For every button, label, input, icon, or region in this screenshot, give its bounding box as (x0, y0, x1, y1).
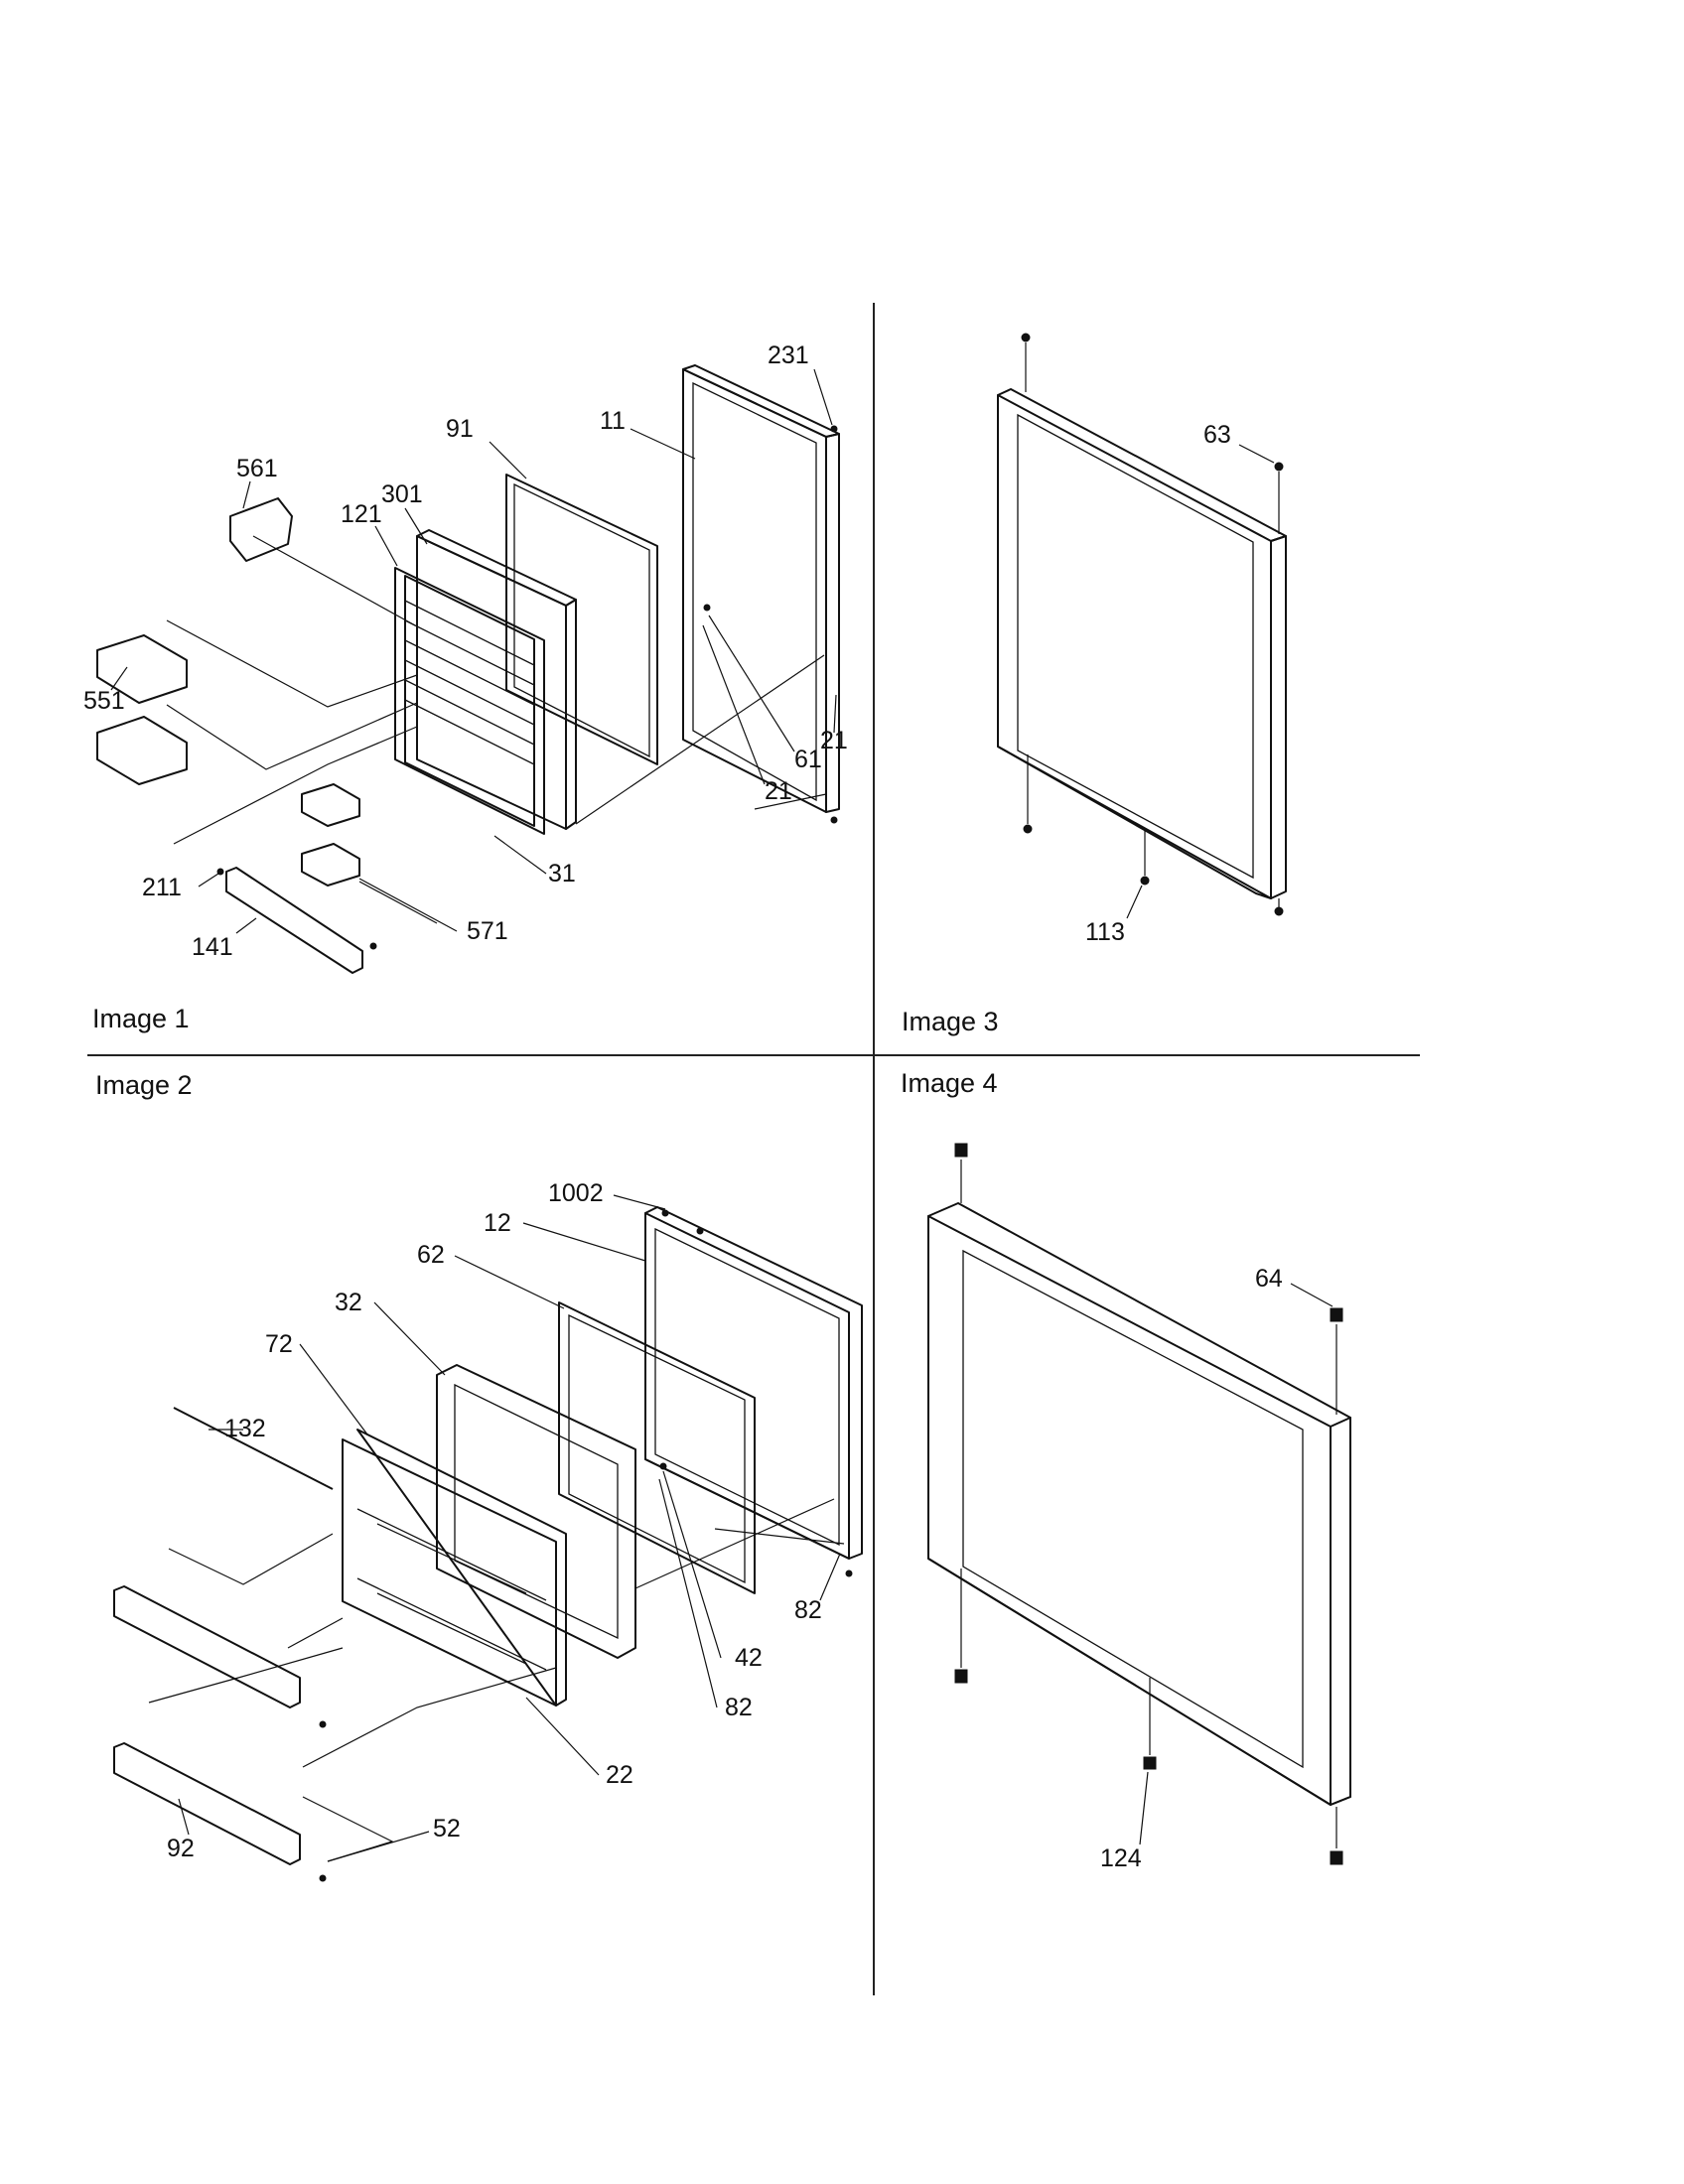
freezer-door-liner (342, 1438, 557, 1706)
callout-301: 301 (381, 480, 423, 508)
callout-61: 61 (794, 746, 822, 773)
shelf-rail (225, 867, 363, 974)
image-2-group (113, 1194, 863, 1882)
panel-title-image-1: Image 1 (92, 1004, 190, 1033)
callout-211: 211 (142, 874, 182, 901)
freezer-bin-lower (113, 1742, 301, 1865)
callout-12: 12 (484, 1209, 511, 1237)
small-bin-upper (301, 783, 360, 827)
upper-door-frame (997, 388, 1287, 899)
dairy-door (229, 497, 293, 562)
image-1-group (96, 364, 840, 974)
callout-82-lower: 82 (725, 1694, 753, 1721)
callout-72: 72 (265, 1330, 293, 1358)
freezer-liner (436, 1364, 636, 1659)
door-liner (416, 529, 577, 830)
callout-42: 42 (735, 1644, 763, 1672)
panel-title-image-4: Image 4 (901, 1068, 998, 1098)
callout-63: 63 (1203, 421, 1231, 449)
callout-64: 64 (1255, 1265, 1283, 1293)
panel-title-image-3: Image 3 (902, 1007, 999, 1036)
callout-22: 22 (606, 1761, 633, 1789)
callout-121: 121 (341, 500, 382, 528)
image-4-group (927, 1143, 1351, 1865)
callout-561: 561 (236, 455, 278, 482)
outer-door-panel (682, 364, 840, 813)
callout-11: 11 (600, 407, 626, 435)
callout-91: 91 (446, 415, 474, 443)
door-gasket (505, 474, 658, 765)
callout-124: 124 (1100, 1844, 1142, 1872)
callout-21-top: 21 (820, 727, 848, 754)
callout-141: 141 (192, 933, 233, 961)
panel-title-image-2: Image 2 (95, 1070, 193, 1100)
callout-1002: 1002 (548, 1179, 604, 1207)
callout-32: 32 (335, 1289, 362, 1316)
callout-82-right: 82 (794, 1596, 822, 1624)
lower-door-frame (927, 1202, 1351, 1806)
small-bin-lower (301, 843, 360, 887)
freezer-rail (173, 1407, 334, 1490)
freezer-bin-upper (113, 1585, 301, 1708)
freezer-gasket (558, 1301, 756, 1594)
callout-132: 132 (224, 1415, 266, 1442)
callout-21-bottom: 21 (765, 777, 792, 805)
callout-551: 551 (83, 687, 125, 715)
door-bin-upper (96, 634, 188, 704)
callout-113: 113 (1085, 918, 1125, 946)
callout-31: 31 (548, 860, 576, 887)
callout-571: 571 (467, 917, 508, 945)
door-liner-shelves (394, 567, 545, 835)
door-bin-lower (96, 716, 188, 785)
callout-52: 52 (433, 1815, 461, 1843)
callout-62: 62 (417, 1241, 445, 1269)
callout-92: 92 (167, 1835, 195, 1862)
image-3-group (997, 333, 1287, 919)
callout-231: 231 (768, 341, 809, 369)
